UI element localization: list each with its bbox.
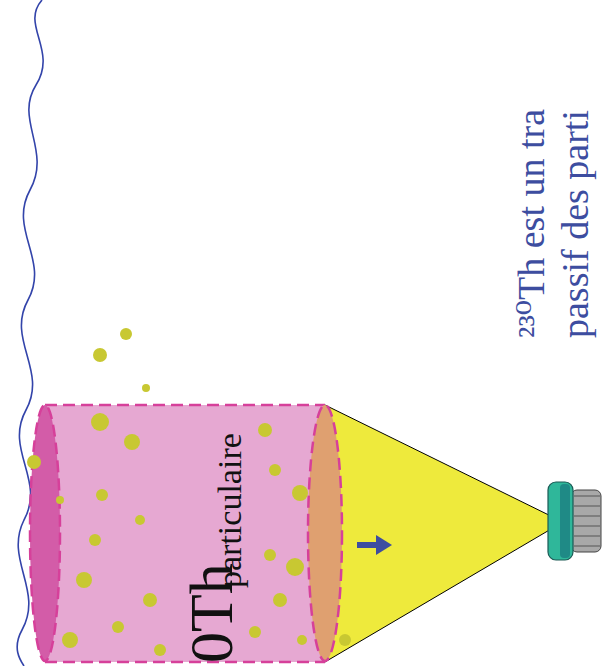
collector-bottle [571, 490, 601, 552]
collector-cap-band [560, 484, 570, 558]
note-text: ²³⁰Th est un tra [512, 109, 550, 338]
funnel-cone [325, 405, 563, 662]
cylinder-top [30, 405, 60, 661]
cylinder-edge [45, 404, 325, 407]
bottle-ridge [574, 496, 600, 497]
bottle-ridge [574, 526, 600, 527]
collector-cap [548, 482, 573, 560]
bottle-ridge [574, 506, 600, 507]
cylinder-mouth [308, 405, 342, 661]
note-text: passif des parti [556, 110, 594, 338]
subscript-label: particulaire [213, 433, 247, 588]
flow-arrow [357, 542, 378, 548]
bottle-ridge [574, 516, 600, 517]
trap-cylinder [45, 405, 325, 662]
bottle-ridge [574, 536, 600, 537]
bottle-ridge [574, 546, 600, 547]
flow-arrow-head [376, 535, 392, 555]
